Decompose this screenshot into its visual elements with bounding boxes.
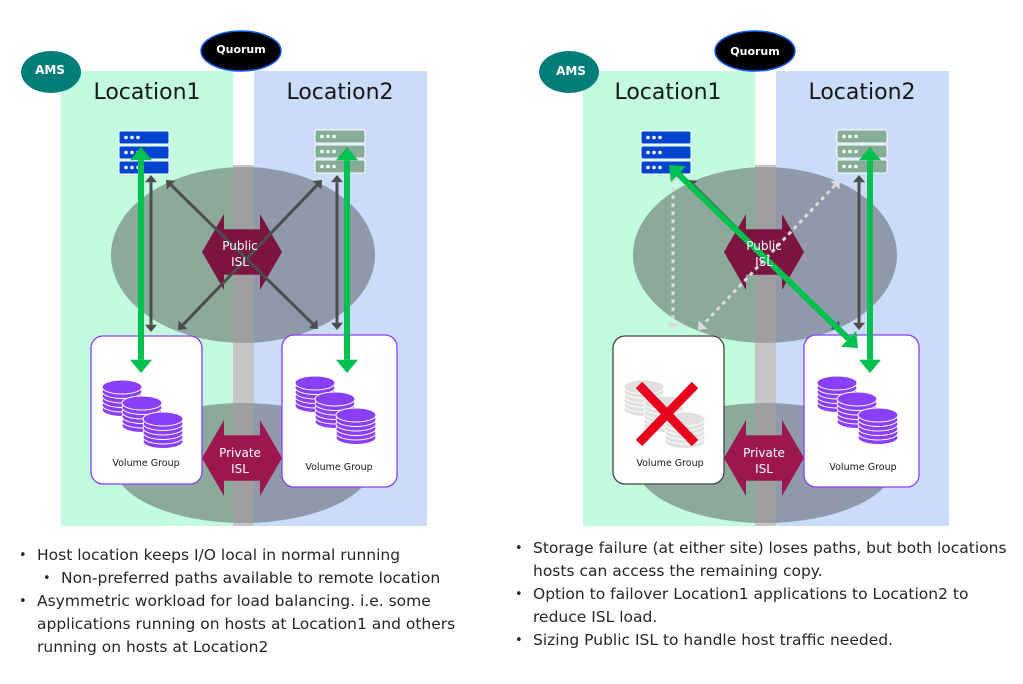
active-io-arrow [130, 147, 152, 373]
public-isl-label: Public ISL [729, 238, 799, 270]
volume-stack-right-icon [816, 375, 899, 445]
disk-icon [857, 407, 899, 445]
active-io-arrow [859, 147, 881, 373]
diagram-normal-operation: AMS Quorum Location1 Location2 Public IS… [0, 0, 512, 530]
volume-stack-right-icon [294, 375, 377, 445]
host-server-location1-icon [640, 130, 692, 175]
path-arrow [331, 175, 343, 330]
ams-label: AMS [35, 63, 65, 77]
note-item: Host location keeps I/O local in normal … [19, 544, 495, 590]
private-isl-arrow [202, 420, 282, 496]
public-isl-line1: Public [222, 239, 258, 253]
diagram-canvas [21, 30, 427, 526]
diagram-storage-failure: AMS Quorum Location1 Location2 Public IS… [522, 0, 1023, 530]
note-subtext: Non-preferred paths available to remote … [61, 569, 441, 587]
note-item: Option to failover Location1 application… [515, 583, 1011, 629]
host-server-location2-icon [836, 129, 888, 174]
volume-group-left-label: Volume Group [112, 458, 180, 469]
quorum-badge [714, 30, 796, 72]
active-io-arrow [669, 165, 858, 348]
volume-group-right-label: Volume Group [305, 462, 373, 473]
quorum-label: Quorum [730, 45, 780, 58]
public-isl-label: Public ISL [205, 238, 275, 270]
path-arrow [166, 180, 318, 329]
note-item: Storage failure (at either site) loses p… [515, 537, 1011, 583]
quorum-label: Quorum [216, 43, 266, 56]
host-server-location2-icon [314, 129, 366, 174]
ams-label: AMS [556, 64, 586, 78]
private-isl-line2: ISL [231, 462, 249, 476]
location1-title: Location1 [93, 80, 201, 105]
note-text: Sizing Public ISL to handle host traffic… [533, 631, 893, 649]
active-io-arrow [336, 147, 358, 373]
note-text: Storage failure (at either site) loses p… [533, 539, 1007, 580]
ams-badge [539, 51, 599, 93]
host-server-location1-icon [118, 130, 170, 175]
disk-icon [335, 407, 377, 445]
note-item: Sizing Public ISL to handle host traffic… [515, 629, 1011, 652]
note-text: Asymmetric workload for load balancing. … [37, 592, 456, 656]
path-arrow [178, 180, 322, 330]
path-arrow [853, 175, 865, 330]
volume-stack-left-icon [101, 379, 184, 449]
location2-title: Location2 [808, 80, 916, 105]
note-text: Option to failover Location1 application… [533, 585, 969, 626]
quorum-badge [200, 30, 282, 72]
public-isl-arrow [724, 214, 804, 290]
public-isl-line2: ISL [231, 255, 249, 269]
diagram-canvas [539, 30, 949, 526]
volume-group-right-label: Volume Group [829, 462, 897, 473]
lost-path-arrow [698, 180, 840, 330]
private-isl-label: Private ISL [205, 445, 275, 477]
public-isl-line1: Public [746, 239, 782, 253]
private-isl-label: Private ISL [729, 445, 799, 477]
private-isl-arrow [724, 420, 804, 496]
ams-badge [21, 51, 81, 93]
disk-icon [142, 411, 184, 449]
failure-x-icon [635, 381, 699, 447]
note-item: Asymmetric workload for load balancing. … [19, 590, 495, 659]
private-isl-line2: ISL [755, 462, 773, 476]
volume-group-left-label: Volume Group [636, 458, 704, 469]
location2-title: Location2 [286, 80, 394, 105]
notes-right: Storage failure (at either site) loses p… [511, 537, 1011, 652]
note-subitem: Non-preferred paths available to remote … [43, 567, 495, 590]
notes-left: Host location keeps I/O local in normal … [15, 544, 495, 659]
path-arrow [145, 175, 157, 332]
private-isl-line1: Private [219, 446, 261, 460]
location1-title: Location1 [614, 80, 722, 105]
note-text: Host location keeps I/O local in normal … [37, 546, 401, 564]
public-isl-line2: ISL [755, 255, 773, 269]
private-isl-line1: Private [743, 446, 785, 460]
